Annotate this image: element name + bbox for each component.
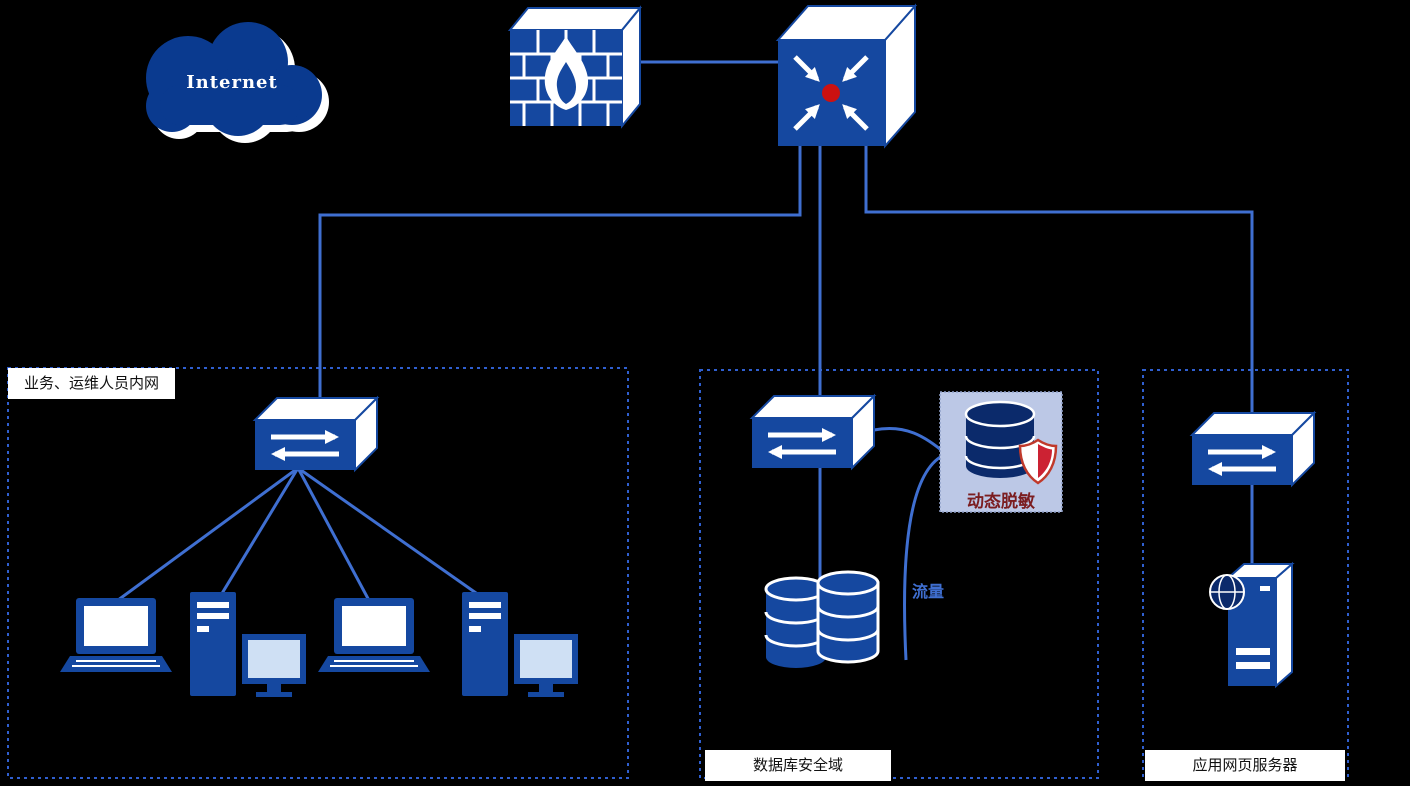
internet-label: Internet	[186, 72, 278, 93]
connector-switch-desktop1	[216, 467, 300, 601]
router-icon	[775, 3, 918, 149]
traffic-label: 流量	[912, 584, 945, 601]
masking-label: 动态脱敏	[967, 492, 1035, 511]
internet-cloud-icon	[146, 22, 329, 143]
database-icon	[764, 570, 880, 668]
zone-label-intranet: 业务、运维人员内网	[8, 368, 176, 399]
connector-router-webserver	[864, 146, 1254, 430]
zone-database-border	[699, 369, 1099, 779]
desktop-icon-2	[462, 592, 578, 697]
connector-switch-laptop2	[296, 467, 374, 607]
router-center-dot	[822, 84, 840, 102]
zone-label-webserver: 应用网页服务器	[1145, 750, 1345, 781]
connector-switch-masking	[873, 426, 947, 456]
intranet-switch-icon	[255, 398, 377, 470]
database-switch-icon	[752, 396, 874, 468]
laptop-icon-1	[59, 597, 173, 673]
desktop-icon-1	[190, 592, 306, 697]
connector-router-intranet	[318, 146, 802, 410]
connector-masking-traffic	[903, 452, 947, 661]
globe-icon	[1209, 574, 1245, 610]
firewall-icon	[507, 5, 643, 129]
masking-appliance	[939, 391, 1063, 513]
server-globe-icon	[1209, 561, 1295, 689]
flame-icon	[544, 36, 589, 110]
connector-switch-desktop2	[297, 466, 487, 602]
zone-intranet-border	[7, 367, 629, 779]
connector-switch-laptop1	[109, 466, 299, 608]
database-shield-icon	[964, 400, 1058, 485]
zone-label-database: 数据库安全域	[705, 750, 891, 781]
web-switch-icon	[1192, 413, 1314, 485]
laptop-icon-2	[317, 597, 431, 673]
